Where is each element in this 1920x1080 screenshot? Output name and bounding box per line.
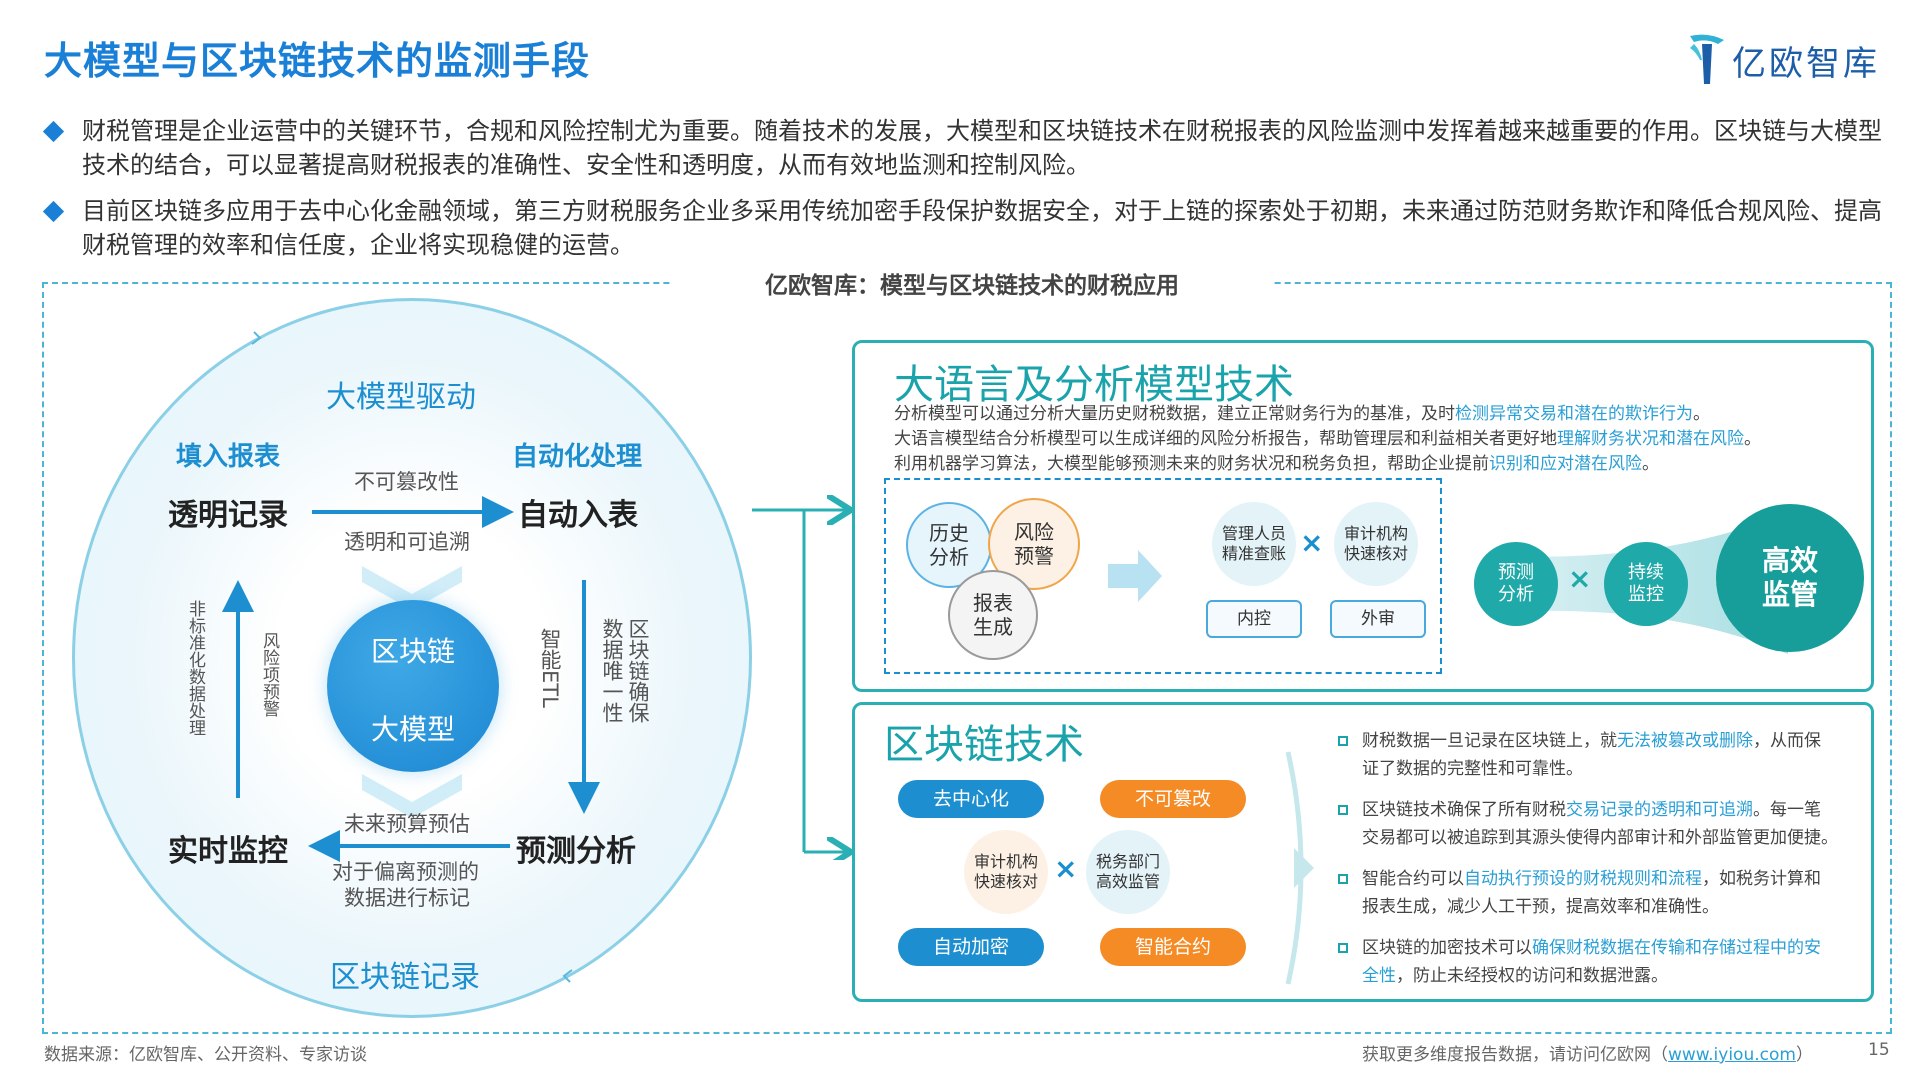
node-transparent-record: 透明记录 [168, 498, 288, 533]
corner-label-fill: 填入报表 [176, 442, 281, 472]
note-nonstandard: 非标准化数据处理 [185, 600, 205, 736]
note-traceable: 透明和可追溯 [344, 530, 470, 554]
bullet-item-1: 财税管理是企业运营中的关键环节，合规和风险控制尤为重要。随着技术的发展，大模型和… [42, 114, 1886, 184]
glow-chevron-icon [362, 774, 462, 818]
page-title: 大模型与区块链技术的监测手段 [44, 39, 591, 83]
yiou-logo: 亿欧智库 [1688, 28, 1898, 88]
iyiou-link[interactable]: www.iyiou.com [1668, 1045, 1796, 1065]
circle-agency-check-bc: 审计机构快速核对 [964, 830, 1048, 914]
circle-tax-dept: 税务部门高效监管 [1086, 830, 1170, 914]
core-label-blockchain: 区块链 [370, 635, 455, 668]
circle-predict: 预测分析 [1474, 542, 1558, 626]
bullet-text: 财税管理是企业运营中的关键环节，合规和风险控制尤为重要。随着技术的发展，大模型和… [82, 117, 1882, 179]
page-number: 15 [1868, 1040, 1890, 1060]
footer-cta: 获取更多维度报告数据，请访问亿欧网（www.iyiou.com） [1362, 1045, 1813, 1065]
bullet-text: 目前区块链多应用于去中心化金融领域，第三方财税服务企业多采用传统加密手段保护数据… [82, 197, 1882, 259]
cycle-top-label: 大模型驱动 [326, 380, 476, 415]
logo-mark-icon [1690, 34, 1724, 84]
circle-risk-warning: 风险预警 [988, 498, 1080, 590]
node-auto-entry: 自动入表 [518, 498, 638, 533]
checkbox-bullet-icon [1338, 736, 1348, 746]
bc-point-3-line-2: 报表生成，减少人工干预，提高效率和准确性。 [1362, 897, 1719, 917]
multiply-icon: × [1300, 526, 1324, 559]
pill-immutable: 不可篡改 [1100, 780, 1246, 818]
circle-agency-check: 审计机构快速核对 [1334, 502, 1418, 586]
checkbox-bullet-icon [1338, 943, 1348, 953]
circle-efficient-regulation: 高效监管 [1716, 504, 1864, 652]
arrow-right-big-icon [1108, 550, 1162, 602]
bc-point-1-line-1: 财税数据一旦记录在区块链上，就无法被篡改或删除，从而保 [1362, 731, 1821, 751]
bc-point-3-line-1: 智能合约可以自动执行预设的财税规则和流程，如税务计算和 [1362, 869, 1821, 889]
core-label-llm: 大模型 [370, 713, 455, 746]
note-risk-warning: 风险项预警 [259, 632, 279, 717]
multiply-icon: × [1568, 562, 1592, 595]
data-source: 数据来源：亿欧智库、公开资料、专家访谈 [44, 1045, 367, 1065]
bc-point-2-line-1: 区块链技术确保了所有财税交易记录的透明和可追溯。每一笔 [1362, 800, 1821, 820]
llm-desc-line-3: 利用机器学习算法，大模型能够预测未来的财务状况和税务负担，帮助企业提前识别和应对… [894, 454, 1659, 474]
pill-smart-contract: 智能合约 [1100, 928, 1246, 966]
note-budget: 未来预算预估 [344, 812, 470, 836]
bc-point-4-line-1: 区块链的加密技术可以确保财税数据在传输和存储过程中的安 [1362, 938, 1821, 958]
node-realtime-monitor: 实时监控 [168, 834, 288, 869]
circle-continuous: 持续监控 [1604, 542, 1688, 626]
multiply-icon: × [1054, 852, 1078, 885]
note-blockchain-ensure: 区块链确保 [626, 618, 650, 723]
llm-panel-title: 大语言及分析模型技术 [894, 362, 1294, 408]
bullet-item-2: 目前区块链多应用于去中心化金融领域，第三方财税服务企业多采用传统加密手段保护数据… [42, 194, 1886, 264]
bc-point-1-line-2: 证了数据的完整性和可靠性。 [1362, 759, 1583, 779]
bc-point-2-line-2: 交易都可以被追踪到其源头使得内部审计和外部监管更加便捷。 [1362, 828, 1838, 848]
checkbox-bullet-icon [1338, 805, 1348, 815]
checkbox-bullet-icon [1338, 874, 1348, 884]
note-uniqueness: 数据唯一性 [600, 618, 624, 723]
circle-report-gen: 报表生成 [948, 570, 1038, 660]
logo-text: 亿欧智库 [1732, 44, 1880, 84]
cycle-circle [72, 298, 752, 1018]
box-internal-control: 内控 [1206, 600, 1302, 638]
circle-arrow-icon [251, 331, 262, 345]
box-external-audit: 外审 [1330, 600, 1426, 638]
llm-desc-line-1: 分析模型可以通过分析大量历史财税数据，建立正常财务行为的基准，及时检测异常交易和… [894, 404, 1710, 424]
llm-inner-dashed-box [884, 478, 1442, 674]
cycle-arrows [222, 331, 600, 983]
diagram-title: 亿欧智库：模型与区块链技术的财税应用 [672, 268, 1272, 304]
cycle-bottom-label: 区块链记录 [330, 960, 480, 995]
blockchain-panel-title: 区块链技术 [884, 722, 1084, 768]
note-smart-etl: 智能ETL [538, 628, 562, 708]
pill-decentralized: 去中心化 [898, 780, 1044, 818]
circle-mgmt-audit: 管理人员精准查账 [1212, 502, 1296, 586]
note-mark-1: 对于偏离预测的 [332, 860, 479, 884]
bc-point-4-line-2: 全性，防止未经授权的访问和数据泄露。 [1362, 966, 1668, 986]
bracket-chevron-icon [1285, 751, 1314, 985]
pill-auto-encrypt: 自动加密 [898, 928, 1044, 966]
note-immutable: 不可篡改性 [354, 470, 459, 494]
circle-arrow-icon [562, 969, 573, 983]
diamond-bullet-icon [42, 200, 65, 223]
note-mark-2: 数据进行标记 [344, 886, 470, 910]
llm-desc-line-2: 大语言模型结合分析模型可以生成详细的风险分析报告，帮助管理层和利益相关者更好地理… [894, 429, 1761, 449]
node-predict-analysis: 预测分析 [516, 834, 636, 869]
corner-label-auto: 自动化处理 [512, 442, 643, 472]
core-circle: 区块链 大模型 [327, 600, 499, 772]
connector-arrows [752, 480, 862, 860]
diamond-bullet-icon [42, 120, 65, 143]
